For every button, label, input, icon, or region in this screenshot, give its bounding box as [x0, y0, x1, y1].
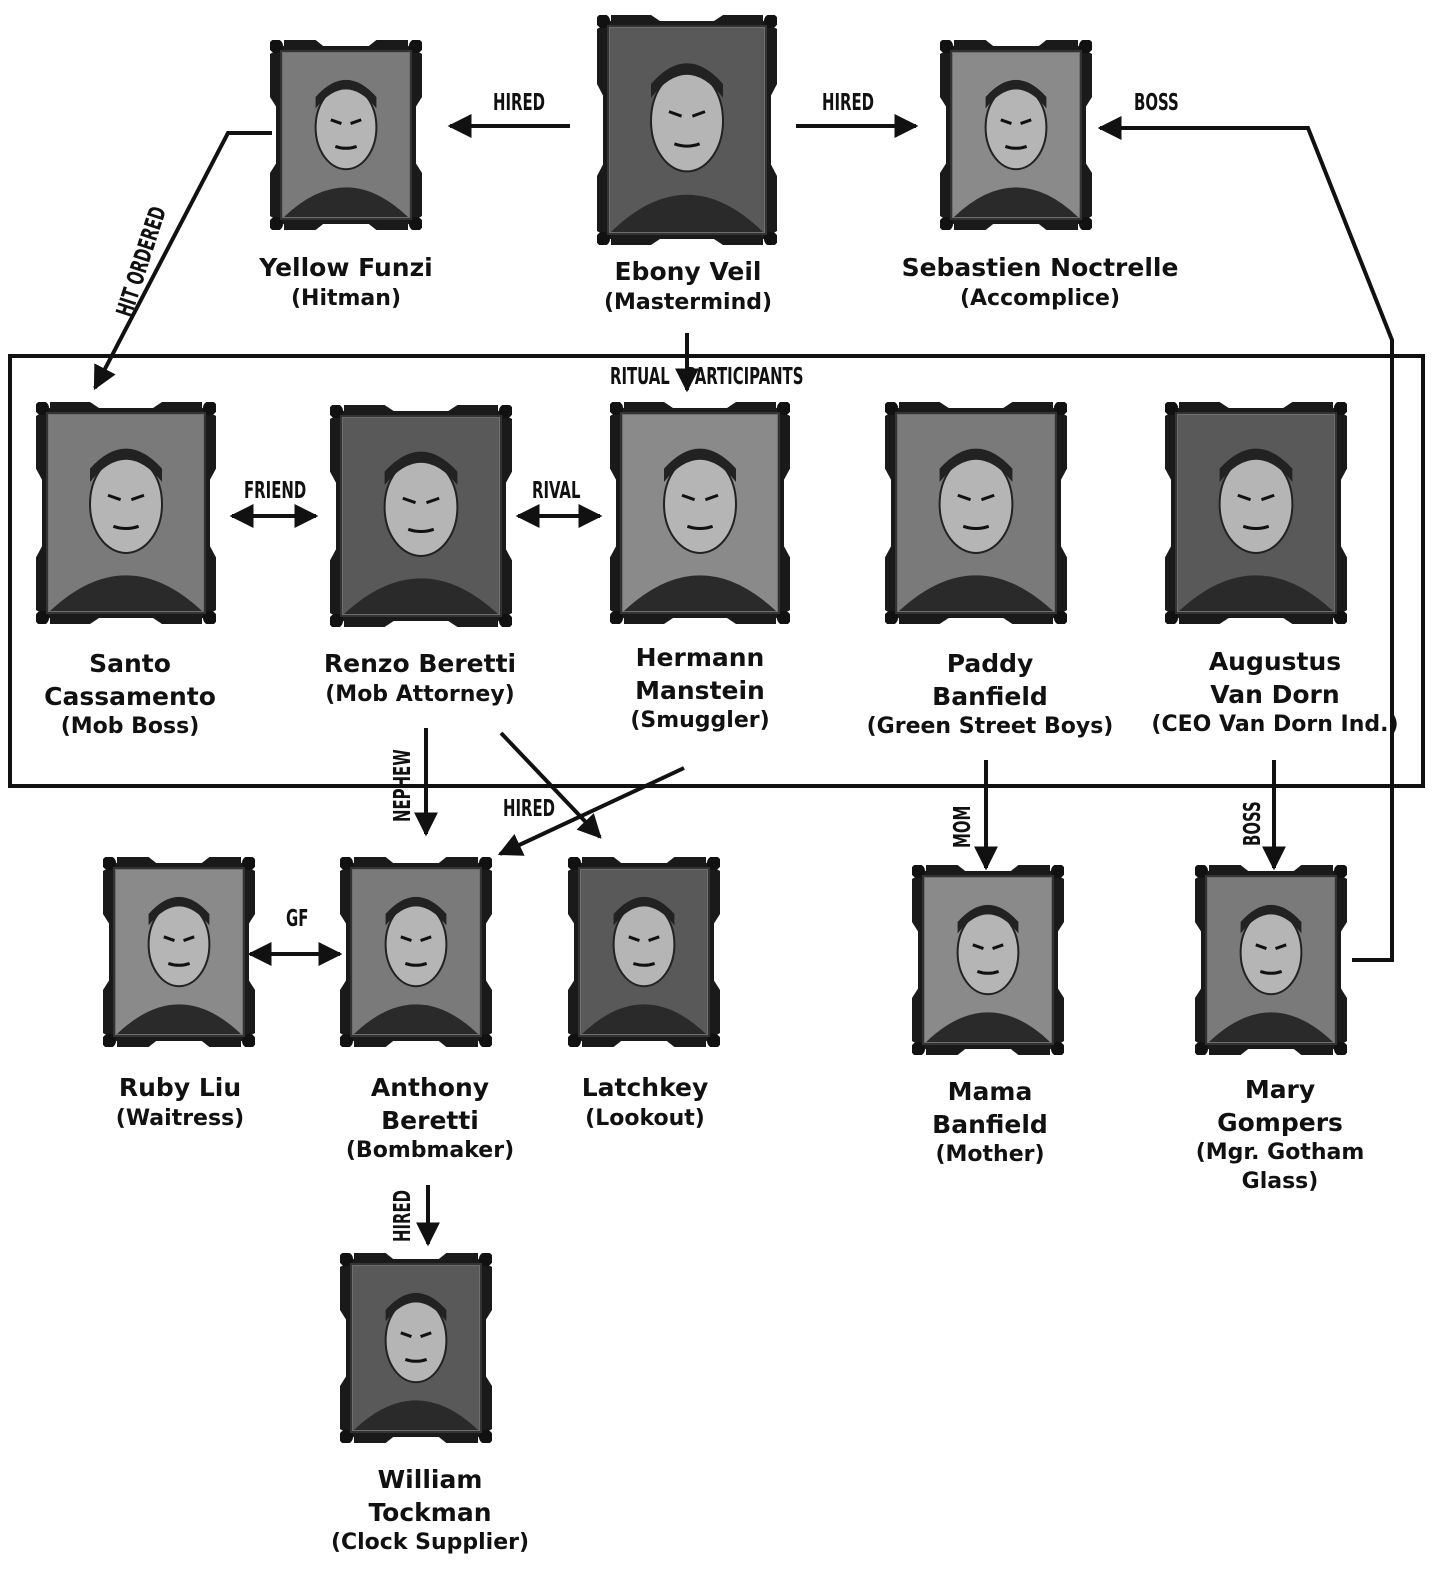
label-boss-sebastien: BOSS — [1134, 90, 1179, 116]
portrait-anthony — [340, 857, 492, 1047]
frame-icon — [912, 865, 1064, 1055]
frame-icon — [568, 857, 720, 1047]
portrait-hermann — [610, 402, 790, 624]
portrait-renzo — [330, 405, 512, 627]
portrait-paddy — [885, 402, 1067, 624]
name-mary: Mary Gompers(Mgr. Gotham Glass) — [1195, 1075, 1365, 1194]
portrait-latchkey — [568, 857, 720, 1047]
label-hired-anthony: HIRED — [503, 796, 556, 822]
portrait-ruby — [103, 857, 255, 1047]
label-ritual-participants: RITUAL PARTICIPANTS — [610, 364, 804, 390]
label-hired-yellow: HIRED — [493, 90, 546, 116]
label-nephew: NEPHEW — [390, 749, 416, 822]
label-mom: MOM — [950, 805, 976, 848]
label-friend: FRIEND — [244, 478, 307, 504]
frame-icon — [1195, 865, 1347, 1055]
name-augustus: Augustus Van Dorn(CEO Van Dorn Ind.) — [1151, 647, 1399, 737]
label-gf: GF — [286, 906, 309, 932]
portrait-santo — [36, 402, 216, 624]
frame-icon — [340, 1253, 492, 1443]
edge-yellow-santo — [93, 131, 272, 391]
frame-icon — [340, 857, 492, 1047]
name-anthony: Anthony Beretti(Bombmaker) — [345, 1073, 515, 1163]
frame-icon — [1165, 402, 1347, 624]
portrait-ebony — [597, 15, 777, 245]
portrait-mary — [1195, 865, 1347, 1055]
frame-icon — [36, 402, 216, 624]
portrait-yellow — [270, 40, 422, 230]
portrait-william — [340, 1253, 492, 1443]
edge-mary-sebastien — [1097, 116, 1394, 962]
name-yellow: Yellow Funzi(Hitman) — [259, 253, 433, 311]
frame-icon — [610, 402, 790, 624]
name-renzo: Renzo Beretti(Mob Attorney) — [323, 649, 517, 707]
portrait-sebastien — [940, 40, 1092, 230]
label-hired-sebastien: HIRED — [822, 90, 875, 116]
name-mama: Mama Banfield(Mother) — [932, 1077, 1048, 1167]
label-boss-mary: BOSS — [1240, 801, 1266, 846]
name-ebony: Ebony Veil(Mastermind) — [603, 257, 773, 315]
name-hermann: Hermann Manstein(Smuggler) — [630, 643, 770, 733]
name-william: William Tockman(Clock Supplier) — [330, 1465, 530, 1555]
edge-renzo-latchkey — [499, 731, 602, 839]
name-paddy: Paddy Banfield(Green Street Boys) — [866, 649, 1114, 739]
edge-hermann-anthony — [497, 766, 685, 856]
name-ruby: Ruby Liu(Waitress) — [115, 1073, 245, 1131]
frame-icon — [330, 405, 512, 627]
portrait-mama — [912, 865, 1064, 1055]
portrait-augustus — [1165, 402, 1347, 624]
label-hired-william: HIRED — [390, 1189, 416, 1242]
frame-icon — [940, 40, 1092, 230]
name-latchkey: Latchkey(Lookout) — [581, 1073, 709, 1131]
label-rival: RIVAL — [532, 478, 581, 504]
frame-icon — [103, 857, 255, 1047]
name-santo: Santo Cassamento(Mob Boss) — [44, 649, 216, 739]
frame-icon — [885, 402, 1067, 624]
frame-icon — [597, 15, 777, 245]
name-sebastien: Sebastien Noctrelle(Accomplice) — [901, 253, 1179, 311]
frame-icon — [270, 40, 422, 230]
ritual-participants-box — [8, 354, 1425, 788]
